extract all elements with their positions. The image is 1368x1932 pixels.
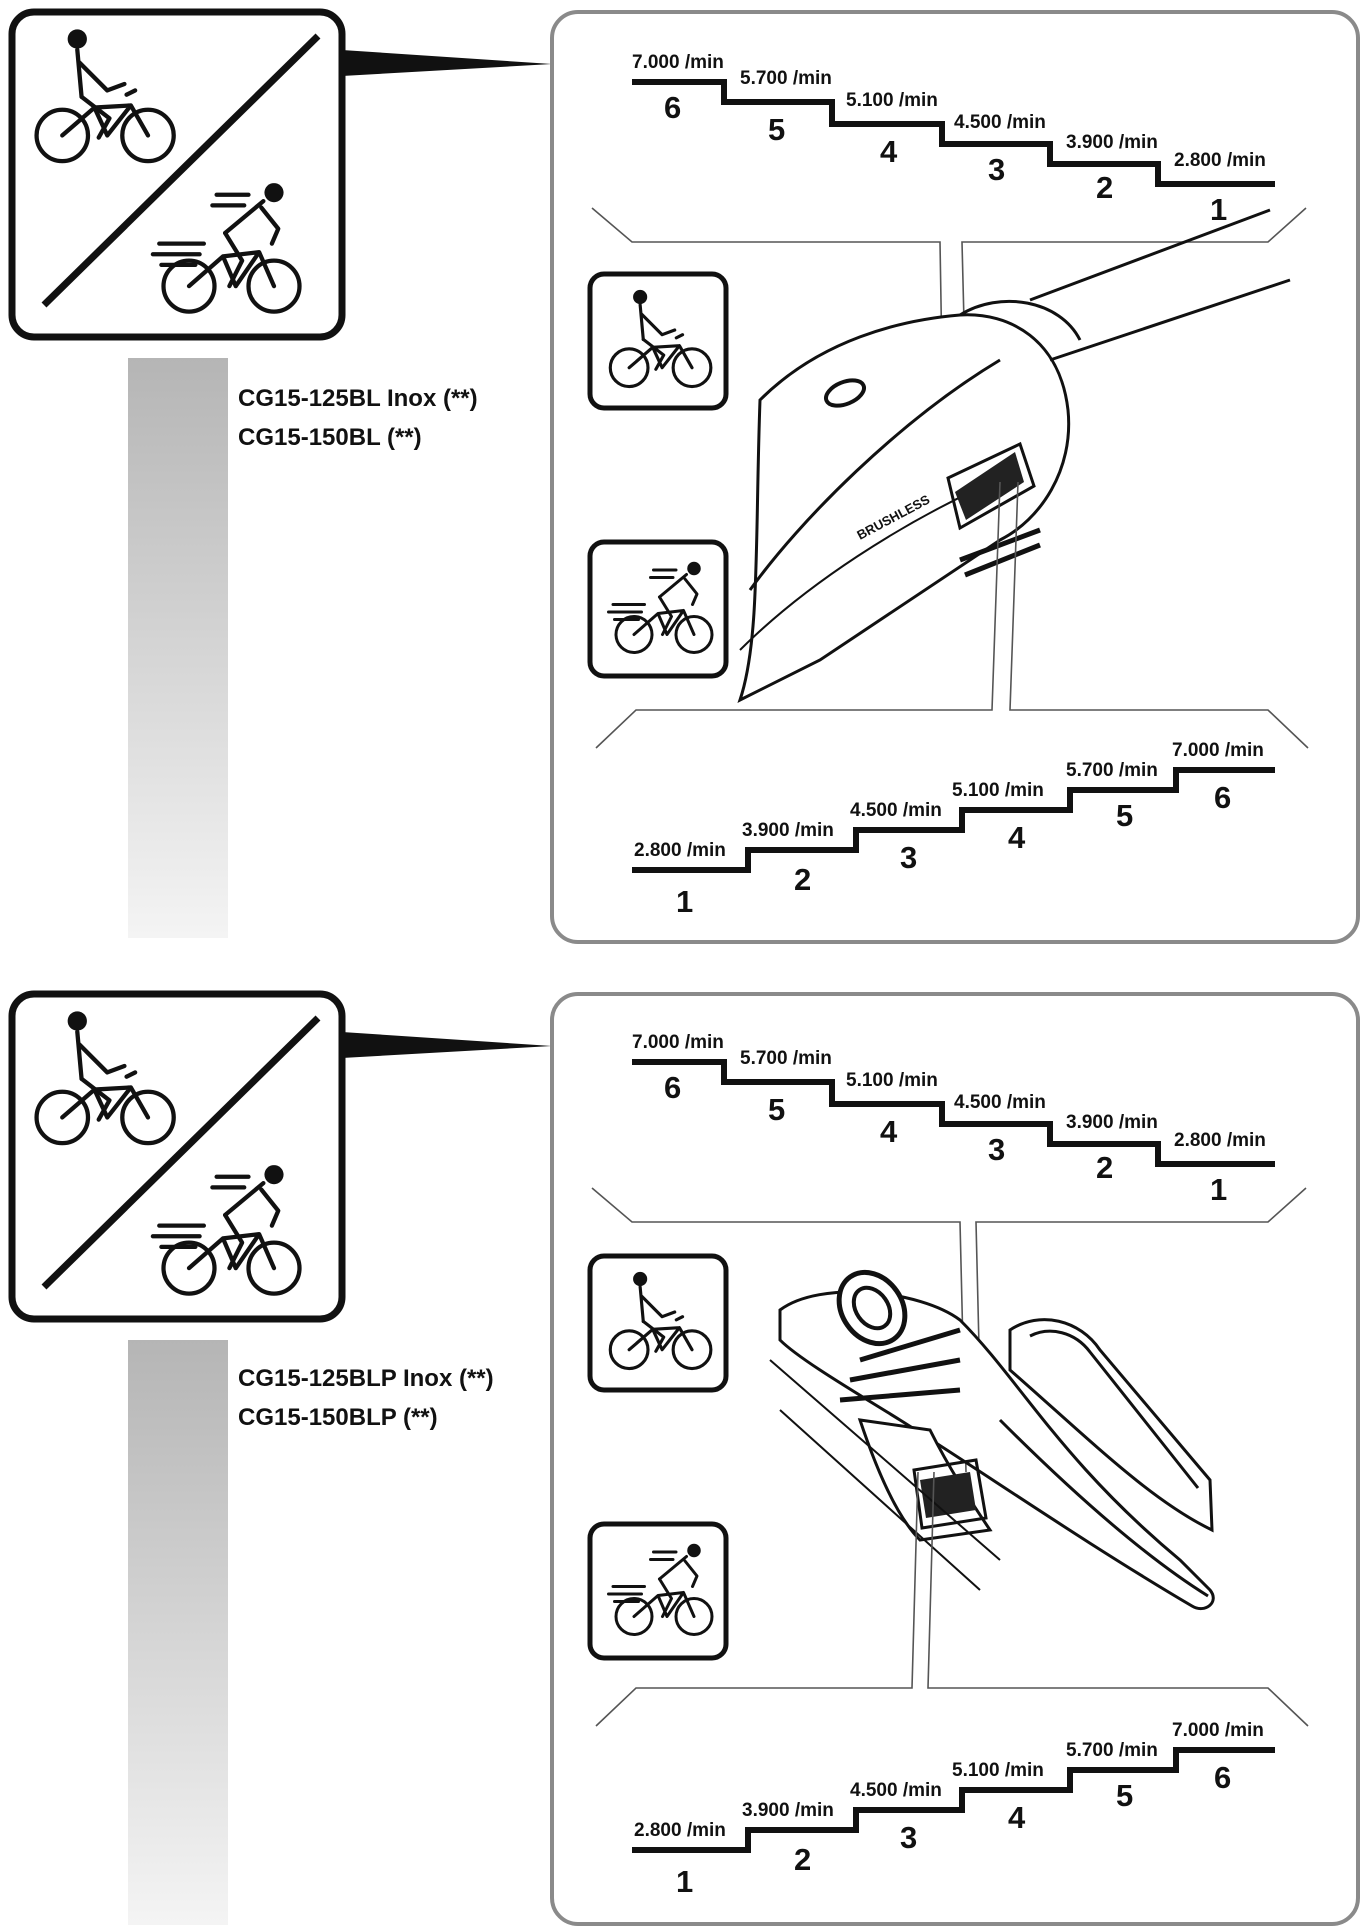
level-number: 2 <box>794 1842 811 1877</box>
rpm-label: 7.000 /min <box>632 1032 724 1053</box>
level-number: 4 <box>1008 820 1026 855</box>
rpm-label: 7.000 /min <box>1172 1720 1264 1741</box>
gradient-bar <box>128 1340 228 1925</box>
model-name: CG15-150BL (**) <box>238 424 422 451</box>
rpm-label: 5.700 /min <box>1066 1740 1158 1761</box>
model-name: CG15-125BL Inox (**) <box>238 385 478 412</box>
model-name: CG15-125BLP Inox (**) <box>238 1365 494 1392</box>
level-number: 1 <box>1210 1172 1227 1207</box>
rpm-label: 3.900 /min <box>742 1800 834 1821</box>
grinder-illustration <box>769 1269 1215 1611</box>
level-number: 6 <box>664 90 681 125</box>
slow-mode-button <box>587 271 729 411</box>
gradient-bar <box>128 358 228 938</box>
level-number: 6 <box>1214 780 1231 815</box>
rpm-label: 2.800 /min <box>1174 1130 1266 1151</box>
level-number: 2 <box>1096 1150 1113 1185</box>
callout-pointer <box>342 1032 552 1058</box>
rpm-label: 3.900 /min <box>1066 132 1158 153</box>
rpm-label: 5.100 /min <box>846 90 938 111</box>
level-number: 3 <box>988 1132 1005 1167</box>
level-number: 2 <box>794 862 811 897</box>
rpm-label: 7.000 /min <box>632 52 724 73</box>
rpm-label: 5.100 /min <box>952 1760 1044 1781</box>
speed-staircase-ascending: 2.800 /min 3.900 /min 4.500 /min 5.100 /… <box>632 1720 1275 1899</box>
level-number: 3 <box>900 840 917 875</box>
level-number: 5 <box>768 1092 785 1127</box>
bracket-line <box>595 1471 1309 1727</box>
section-2: CG15-125BLP Inox (**) CG15-150BLP (**) 7… <box>8 990 1360 1926</box>
level-number: 4 <box>880 134 898 169</box>
level-number: 5 <box>768 112 785 147</box>
level-number: 3 <box>988 152 1005 187</box>
rpm-label: 4.500 /min <box>954 1092 1046 1113</box>
rpm-label: 2.800 /min <box>1174 150 1266 171</box>
level-number: 2 <box>1096 170 1113 205</box>
speed-staircase-descending: 7.000 /min 5.700 /min 5.100 /min 4.500 /… <box>632 52 1275 227</box>
callout-pointer <box>342 50 552 76</box>
detail-panel <box>550 992 1360 1926</box>
level-number: 6 <box>1214 1760 1231 1795</box>
model-name: CG15-150BLP (**) <box>238 1404 438 1431</box>
rpm-label: 5.700 /min <box>740 68 832 89</box>
level-number: 4 <box>1008 1800 1026 1835</box>
rpm-label: 2.800 /min <box>634 1820 726 1841</box>
level-number: 6 <box>664 1070 681 1105</box>
fast-mode-button <box>587 539 729 679</box>
slow-mode-button <box>587 1253 729 1393</box>
speed-staircase-ascending: 2.800 /min 3.900 /min 4.500 /min 5.100 /… <box>632 740 1275 919</box>
mode-pictogram <box>8 8 346 341</box>
level-number: 1 <box>676 1864 693 1899</box>
section-1: CG15-125BL Inox (**) CG15-150BL (**) 7.0… <box>8 8 1360 944</box>
level-number: 1 <box>1210 192 1227 227</box>
rpm-label: 3.900 /min <box>742 820 834 841</box>
rpm-label: 5.100 /min <box>846 1070 938 1091</box>
level-number: 1 <box>676 884 693 919</box>
rpm-label: 4.500 /min <box>850 800 942 821</box>
rpm-label: 4.500 /min <box>954 112 1046 133</box>
rpm-label: 3.900 /min <box>1066 1112 1158 1133</box>
bracket-line <box>595 481 1309 749</box>
rpm-label: 4.500 /min <box>850 1780 942 1801</box>
rpm-label: 5.700 /min <box>1066 760 1158 781</box>
fast-mode-button <box>587 1521 729 1661</box>
rpm-label: 5.100 /min <box>952 780 1044 801</box>
speed-staircase-descending: 7.000 /min 5.700 /min 5.100 /min 4.500 /… <box>632 1032 1275 1207</box>
rpm-label: 2.800 /min <box>634 840 726 861</box>
rpm-label: 7.000 /min <box>1172 740 1264 761</box>
level-number: 3 <box>900 1820 917 1855</box>
rpm-label: 5.700 /min <box>740 1048 832 1069</box>
grinder-illustration: BRUSHLESS <box>737 208 1291 703</box>
level-number: 4 <box>880 1114 898 1149</box>
level-number: 5 <box>1116 1778 1133 1813</box>
mode-pictogram <box>8 990 346 1323</box>
level-number: 5 <box>1116 798 1133 833</box>
